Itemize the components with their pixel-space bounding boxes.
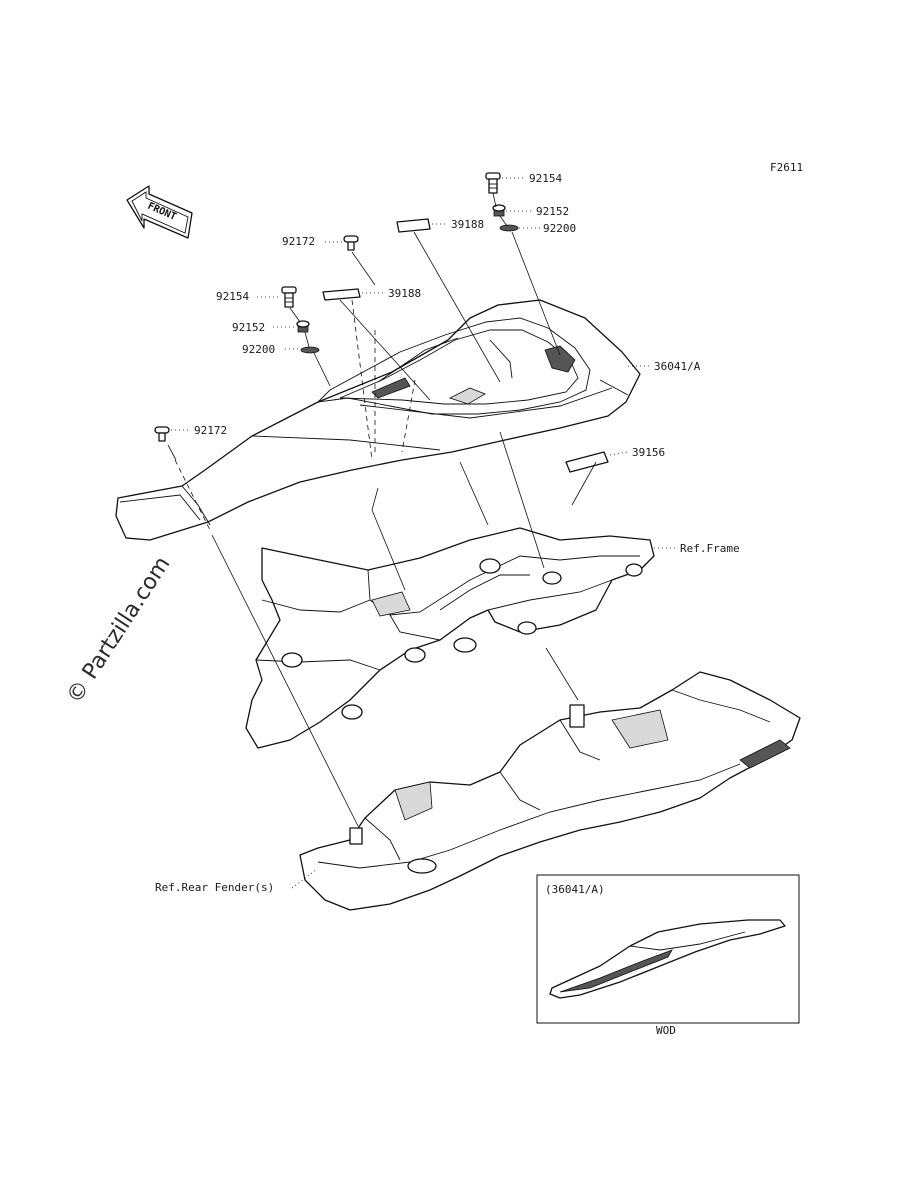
washer-92200-right [499,224,519,232]
label-39188-middle [322,288,361,301]
frame-part [245,527,655,749]
leader-lines [171,177,676,889]
collar-92152-right [492,204,506,217]
assembly-lines [167,192,597,827]
collar-92152-left [296,320,310,333]
label-39188-upper [396,218,431,233]
bolt-92172-upper [343,235,359,251]
label-39156 [565,451,609,473]
callout-ref-frame: Ref.Frame [680,542,740,555]
callout-92172-upper: 92172 [282,235,315,248]
callout-39156: 39156 [632,446,665,459]
callout-92172-lower: 92172 [194,424,227,437]
callout-92154-left: 92154 [216,290,249,303]
callout-92152-right: 92152 [536,205,569,218]
inset-panel: (36041/A) WOD [536,874,800,1037]
callout-92200-right: 92200 [543,222,576,235]
callout-ref-rear-fender: Ref.Rear Fender(s) [155,881,274,894]
callout-92154-right: 92154 [529,172,562,185]
callout-36041a: 36041/A [654,360,701,373]
callout-92152-left: 92152 [232,321,265,334]
rear-fender-part [299,671,801,911]
bolt-92172-lower [154,426,170,442]
bolt-92154-right [485,172,501,194]
washer-92200-left [300,346,320,354]
inset-caption: WOD [656,1024,676,1037]
callout-39188-middle: 39188 [388,287,421,300]
callout-92200-left: 92200 [242,343,275,356]
inset-title: (36041/A) [545,883,605,896]
bolt-92154-left [281,286,297,308]
callout-39188-upper: 39188 [451,218,484,231]
front-arrow-icon: FRONT [126,185,193,239]
figure-code: F2611 [770,161,803,174]
seat-cover-part [115,299,641,541]
watermark: © Partzilla.com [62,552,175,708]
